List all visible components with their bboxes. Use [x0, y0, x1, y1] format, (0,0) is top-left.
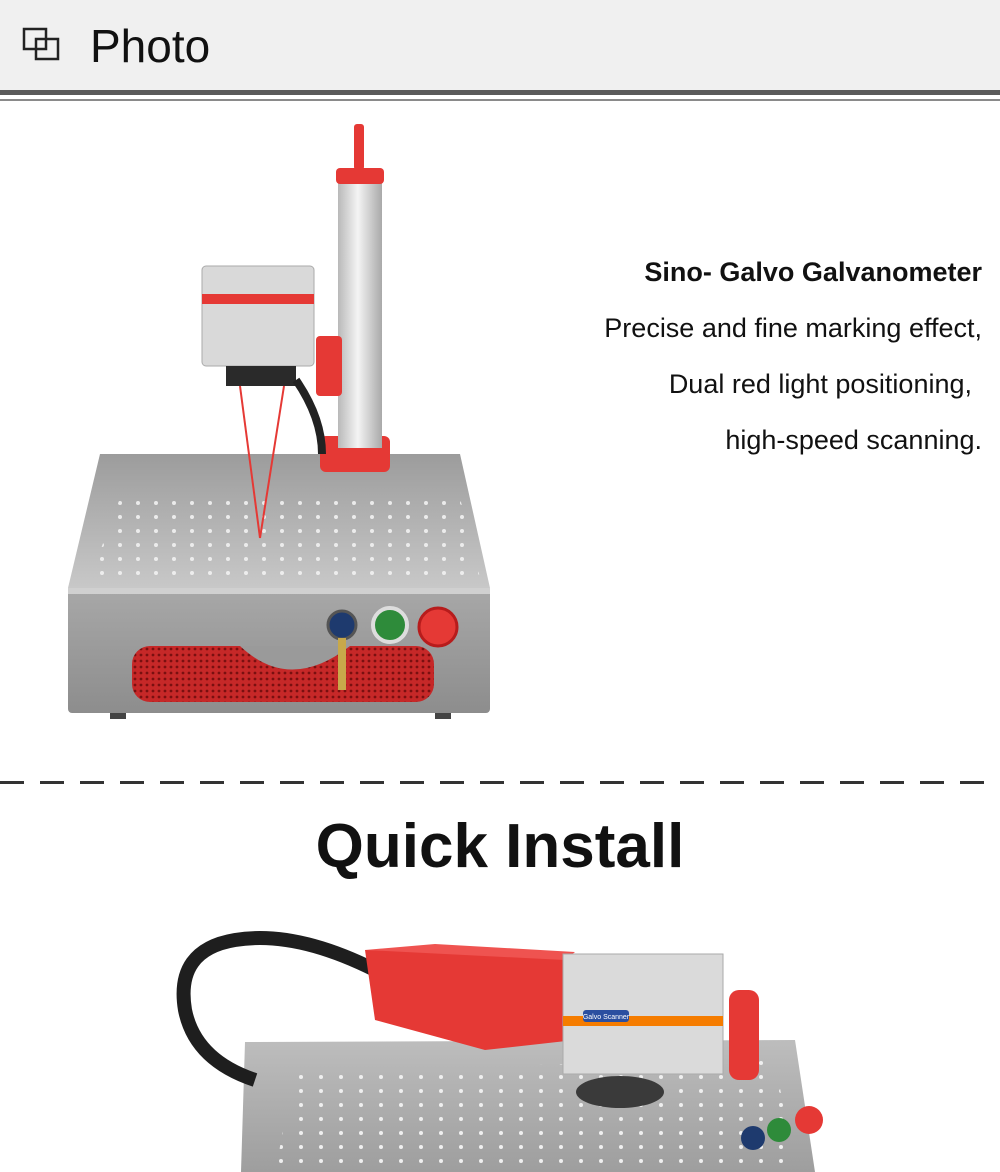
feature-line-2: Dual red light positioning,	[668, 369, 972, 399]
galvo-scanner-label: Galvo Scanner	[583, 1014, 630, 1021]
section-title: Quick Install	[315, 812, 685, 881]
feature-title: Sino- Galvo Galvanometer	[644, 257, 982, 287]
feature-description: Sino- Galvo Galvanometer Precise and fin…	[462, 252, 982, 476]
overlapping-squares-icon	[22, 27, 60, 61]
feature-line-3: high-speed scanning.	[725, 425, 982, 455]
feature-line-1: Precise and fine marking effect,	[604, 313, 982, 343]
laser-marker-photo	[68, 124, 490, 719]
quick-install-photo: Galvo Scanner	[176, 931, 823, 1172]
page-title: Photo	[90, 20, 211, 72]
section-header: Photo	[0, 0, 1000, 90]
header-divider-thin	[0, 99, 1000, 101]
header-divider	[0, 90, 1000, 95]
dashed-divider	[0, 781, 1000, 784]
